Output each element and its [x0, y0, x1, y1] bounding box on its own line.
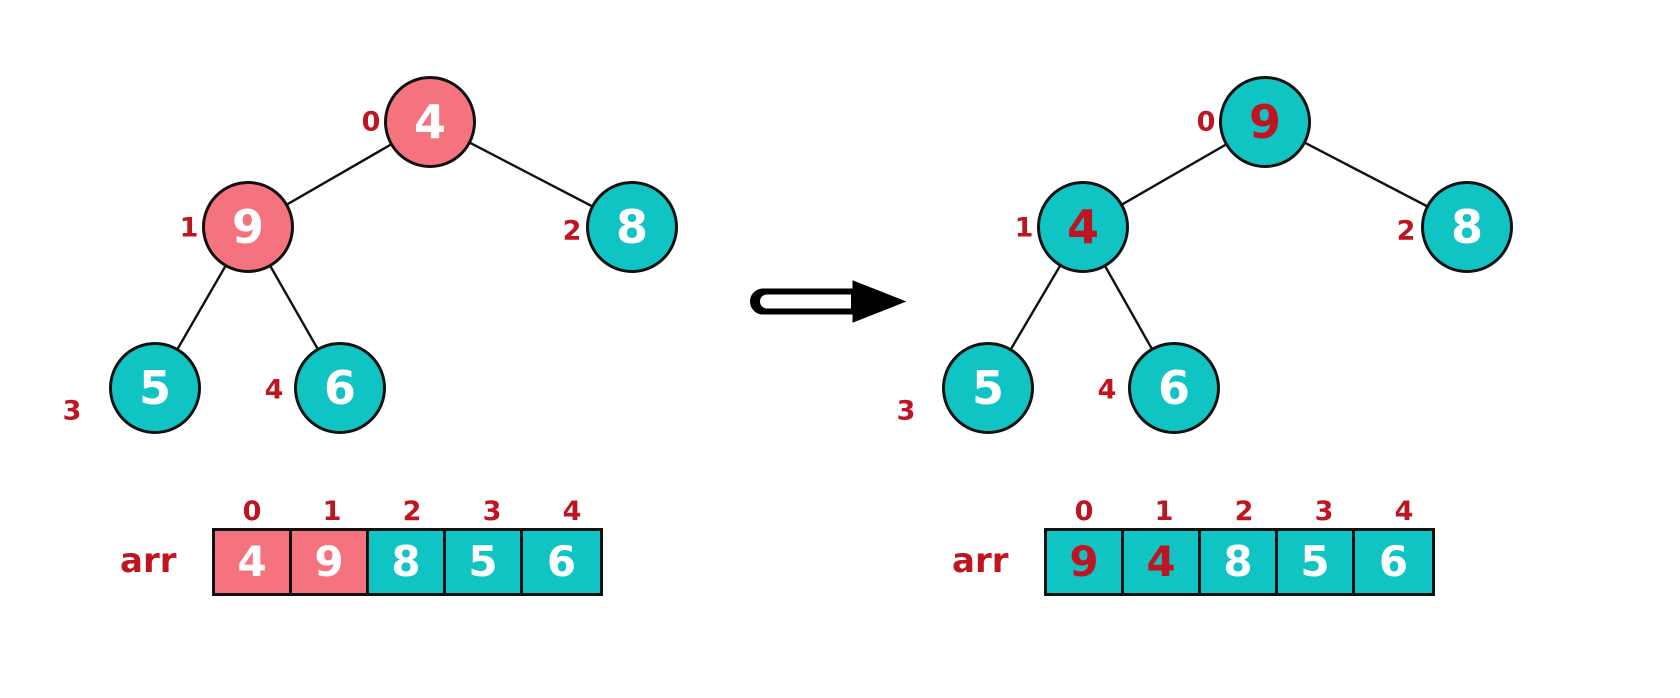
array-index-3: 3 — [1314, 496, 1334, 527]
tree-node-index-1: 1 — [179, 212, 199, 244]
array-cell-3[interactable]: 5 — [1278, 531, 1355, 593]
array-cell-0[interactable]: 9 — [1047, 531, 1124, 593]
array-index-1: 1 — [322, 496, 342, 527]
double-right-arrow-icon — [750, 280, 907, 323]
array-cells-before: 4 9 8 5 6 — [212, 528, 603, 596]
tree-node-index-2: 2 — [1396, 215, 1416, 247]
tree-node-index-4: 4 — [264, 374, 284, 406]
tree-node-4[interactable]: 6 — [294, 342, 386, 434]
tree-node-0[interactable]: 9 — [1219, 76, 1311, 168]
array-cell-3[interactable]: 5 — [446, 531, 523, 593]
transition-arrow-container — [745, 280, 910, 335]
array-cell-1[interactable]: 9 — [292, 531, 369, 593]
array-index-row-before: 0 1 2 3 4 — [212, 498, 612, 525]
array-cell-1[interactable]: 4 — [1124, 531, 1201, 593]
panel-after: 9 0 4 1 8 2 5 3 6 4 arr 0 1 2 3 4 9 4 — [840, 0, 1680, 698]
array-index-3: 3 — [482, 496, 502, 527]
tree-node-index-3: 3 — [896, 395, 916, 427]
array-cells-after: 9 4 8 5 6 — [1044, 528, 1435, 596]
tree-node-2[interactable]: 8 — [1421, 181, 1513, 273]
tree-node-2[interactable]: 8 — [586, 181, 678, 273]
array-index-0: 0 — [1074, 496, 1094, 527]
array-label-after: arr — [952, 541, 1009, 581]
tree-node-3[interactable]: 5 — [109, 342, 201, 434]
array-cell-0[interactable]: 4 — [215, 531, 292, 593]
tree-node-0[interactable]: 4 — [384, 76, 476, 168]
array-index-4: 4 — [562, 496, 582, 527]
array-cell-4[interactable]: 6 — [523, 531, 600, 593]
array-index-2: 2 — [1234, 496, 1254, 527]
tree-node-1[interactable]: 4 — [1037, 181, 1129, 273]
tree-node-index-0: 0 — [361, 106, 381, 138]
array-index-4: 4 — [1394, 496, 1414, 527]
array-index-row-after: 0 1 2 3 4 — [1044, 498, 1444, 525]
tree-node-index-0: 0 — [1196, 106, 1216, 138]
tree-node-1[interactable]: 9 — [202, 181, 294, 273]
array-label-before: arr — [120, 541, 177, 581]
panel-before: 4 0 9 1 8 2 5 3 6 4 arr 0 1 2 3 4 4 9 — [62, 76, 678, 596]
array-cell-4[interactable]: 6 — [1355, 531, 1432, 593]
array-cell-2[interactable]: 8 — [1201, 531, 1278, 593]
array-index-1: 1 — [1154, 496, 1174, 527]
tree-node-4[interactable]: 6 — [1128, 342, 1220, 434]
array-index-2: 2 — [402, 496, 422, 527]
tree-node-index-3: 3 — [62, 395, 82, 427]
tree-node-index-1: 1 — [1014, 212, 1034, 244]
tree-node-3[interactable]: 5 — [942, 342, 1034, 434]
array-cell-2[interactable]: 8 — [369, 531, 446, 593]
tree-node-index-4: 4 — [1097, 374, 1117, 406]
tree-node-index-2: 2 — [562, 215, 582, 247]
array-index-0: 0 — [242, 496, 262, 527]
